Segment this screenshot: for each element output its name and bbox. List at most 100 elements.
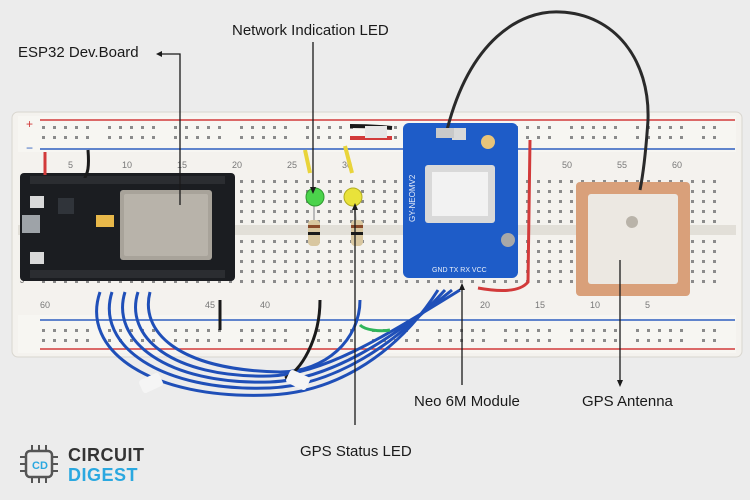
breadboard-hole [713,136,716,139]
breadboard-hole [570,200,573,203]
breadboard-hole [570,339,573,342]
breadboard-hole [372,280,375,283]
breadboard-hole [383,240,386,243]
breadboard-hole [702,270,705,273]
breadboard-hole [207,126,210,129]
breadboard-hole [328,270,331,273]
breadboard-hole [691,250,694,253]
breadboard-hole [680,136,683,139]
breadboard-hole [658,329,661,332]
breadboard-hole [537,136,540,139]
breadboard-hole [86,339,89,342]
breadboard-hole [570,240,573,243]
breadboard-hole [64,280,67,283]
breadboard-hole [592,180,595,183]
breadboard-hole [669,180,672,183]
breadboard-hole [273,220,276,223]
breadboard-hole [647,329,650,332]
svg-text:GND TX RX VCC: GND TX RX VCC [432,267,487,274]
annotation-arrows [162,42,621,425]
breadboard-hole [394,220,397,223]
breadboard-hole [185,136,188,139]
breadboard-hole [328,220,331,223]
breadboard-hole [207,280,210,283]
breadboard-hole [306,220,309,223]
breadboard-hole [284,339,287,342]
breadboard-hole [350,210,353,213]
breadboard-hole [592,339,595,342]
breadboard-hole [713,210,716,213]
cable-tie [286,369,310,391]
breadboard-hole [42,329,45,332]
breadboard-hole [64,126,67,129]
breadboard-hole [75,339,78,342]
breadboard-hole [537,339,540,342]
network-led [305,187,325,246]
breadboard-hole [42,136,45,139]
breadboard-hole [515,329,518,332]
breadboard-hole [185,329,188,332]
breadboard-hole [537,260,540,263]
breadboard-hole [75,280,78,283]
breadboard-hole [394,250,397,253]
breadboard-hole [548,240,551,243]
breadboard-hole [559,210,562,213]
breadboard-hole [328,240,331,243]
breadboard-hole [537,240,540,243]
breadboard-hole [559,250,562,253]
breadboard-hole [603,339,606,342]
breadboard-hole [317,126,320,129]
breadboard-hole [273,136,276,139]
breadboard-hole [240,260,243,263]
breadboard-hole [262,270,265,273]
breadboard-hole [240,270,243,273]
gps-status-led-label: GPS Status LED [300,443,412,460]
breadboard-hole [240,250,243,253]
breadboard-hole [53,280,56,283]
breadboard-hole [636,126,639,129]
breadboard-hole [713,220,716,223]
breadboard-hole [526,136,529,139]
breadboard-hole [306,250,309,253]
breadboard-hole [317,270,320,273]
breadboard-hole [240,280,243,283]
breadboard-hole [328,260,331,263]
breadboard-hole [691,180,694,183]
breadboard-hole [273,126,276,129]
breadboard-hole [581,180,584,183]
esp32-label: ESP32 Dev.Board [18,44,139,61]
breadboard-hole [691,240,694,243]
breadboard-hole [361,270,364,273]
breadboard-hole [284,270,287,273]
breadboard-hole [273,250,276,253]
breadboard-hole [537,126,540,129]
breadboard-hole [317,260,320,263]
breadboard-hole [240,210,243,213]
breadboard-hole [383,200,386,203]
breadboard-hole [273,270,276,273]
column-number: 30 [342,160,352,170]
breadboard-hole [251,329,254,332]
breadboard-hole [361,200,364,203]
breadboard-hole [636,136,639,139]
breadboard-hole [394,190,397,193]
breadboard-hole [537,270,540,273]
breadboard-hole [350,260,353,263]
column-number: 10 [122,160,132,170]
breadboard-hole [548,250,551,253]
breadboard-hole [449,329,452,332]
breadboard-hole [339,339,342,342]
breadboard-hole [262,200,265,203]
breadboard-hole [713,190,716,193]
breadboard-hole [515,339,518,342]
breadboard-hole [570,136,573,139]
breadboard-hole [691,280,694,283]
breadboard-hole [196,329,199,332]
breadboard-hole [614,339,617,342]
breadboard-hole [614,180,617,183]
column-number: 25 [287,160,297,170]
breadboard-hole [372,180,375,183]
column-number: 40 [260,300,270,310]
breadboard-hole [427,280,430,283]
breadboard-hole [691,270,694,273]
